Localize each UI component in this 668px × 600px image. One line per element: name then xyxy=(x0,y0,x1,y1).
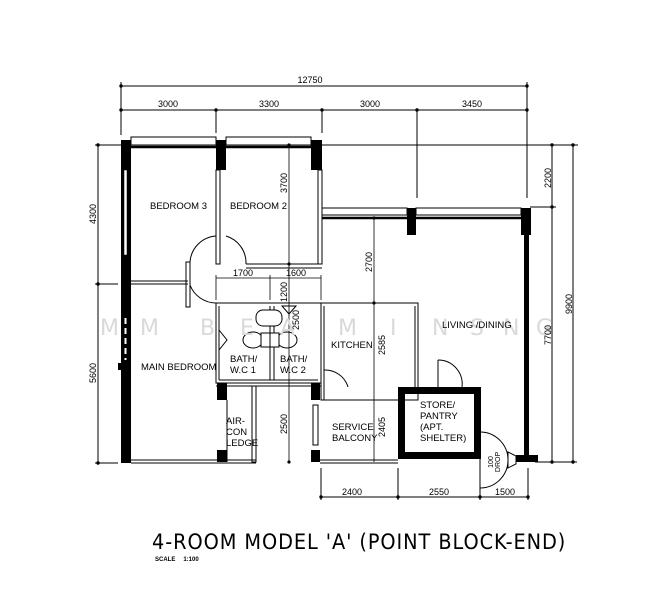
dim-right-9900: 9900 xyxy=(564,294,574,314)
svg-text:PANTRY: PANTRY xyxy=(420,411,458,422)
label-bath-2: BATH/ xyxy=(280,354,308,365)
svg-text:M: M xyxy=(140,316,159,341)
scale-note: SCALE 1:100 xyxy=(155,557,199,563)
dim-living-2700: 2700 xyxy=(364,252,374,272)
inner-dimension-lines xyxy=(215,143,376,464)
dim-top-3: 3000 xyxy=(360,99,380,109)
svg-text:E: E xyxy=(240,316,254,341)
dim-left-2: 5600 xyxy=(88,363,98,383)
dim-bottom-2: 2550 xyxy=(429,487,449,497)
plan-title: 4-ROOM MODEL 'A' (POINT BLOCK-END) xyxy=(152,530,567,554)
svg-text:S: S xyxy=(470,316,484,341)
label-kitchen: KITCHEN xyxy=(331,340,373,351)
dim-ledge-2500: 2500 xyxy=(279,414,289,434)
scale-value: 1:100 xyxy=(183,557,199,563)
dim-bath2-width: 1600 xyxy=(286,268,306,278)
label-living-dining: LIVING /DINING xyxy=(442,320,512,331)
bath-fixtures xyxy=(242,309,298,349)
dim-right-2200: 2200 xyxy=(543,168,553,188)
label-main-bedroom: MAIN BEDROOM xyxy=(141,362,217,373)
svg-text:LEDGE: LEDGE xyxy=(226,438,258,449)
scale-label: SCALE xyxy=(155,557,176,563)
svg-text:N: N xyxy=(503,316,519,341)
watermark: M M B E A M I N S N G xyxy=(100,316,553,341)
dim-kitchen-2585: 2585 xyxy=(377,335,387,355)
svg-text:(APT.: (APT. xyxy=(420,422,443,433)
door-swings xyxy=(189,235,509,489)
label-bedroom-3: BEDROOM 3 xyxy=(150,201,207,212)
dim-service-2405: 2405 xyxy=(377,417,387,437)
dimension-labels: 12750 3000 3300 3000 3450 2400 2550 1500… xyxy=(88,75,574,497)
svg-text:W.C 2: W.C 2 xyxy=(280,365,306,376)
dim-bottom-1: 2400 xyxy=(342,487,362,497)
label-bath-1: BATH/ xyxy=(230,354,258,365)
svg-text:SHELTER): SHELTER) xyxy=(420,433,466,444)
dim-top-1: 3000 xyxy=(158,99,178,109)
svg-text:M: M xyxy=(338,316,357,341)
svg-text:I: I xyxy=(390,316,397,341)
dim-bath1-width: 1700 xyxy=(233,268,253,278)
dim-top-total: 12750 xyxy=(297,75,322,85)
svg-text:CON: CON xyxy=(226,427,247,438)
dim-bath-1200: 1200 xyxy=(279,282,289,302)
dim-bedroom2-depth: 3700 xyxy=(279,173,289,193)
dim-top-2: 3300 xyxy=(259,99,279,109)
svg-text:BALCONY: BALCONY xyxy=(332,433,378,444)
left-dimension-lines xyxy=(95,143,118,465)
right-dimension-lines xyxy=(530,143,577,464)
exterior-walls xyxy=(118,140,538,463)
svg-text:G: G xyxy=(536,316,553,341)
label-service-balcony: SERVICE xyxy=(332,422,374,433)
label-drop: 100 xyxy=(488,456,495,468)
svg-text:N: N xyxy=(432,316,448,341)
label-aircon-ledge: AIR- xyxy=(226,416,245,427)
dim-bath-2500: 2500 xyxy=(291,310,301,330)
svg-text:M: M xyxy=(100,316,119,341)
svg-text:B: B xyxy=(200,316,215,341)
dim-left-1: 4300 xyxy=(88,204,98,224)
label-store-pantry: STORE/ xyxy=(420,400,456,411)
svg-text:W.C 1: W.C 1 xyxy=(230,365,256,376)
dim-bottom-3: 1500 xyxy=(495,487,515,497)
room-labels: BEDROOM 3 BEDROOM 2 MAIN BEDROOM BATH/ W… xyxy=(141,201,512,472)
label-bedroom-2: BEDROOM 2 xyxy=(230,201,287,212)
svg-text:A: A xyxy=(280,316,295,341)
top-dimension-lines xyxy=(119,82,529,198)
svg-text:DROP: DROP xyxy=(495,452,502,473)
dim-top-4: 3450 xyxy=(462,99,482,109)
dim-right-7700: 7700 xyxy=(543,325,553,345)
